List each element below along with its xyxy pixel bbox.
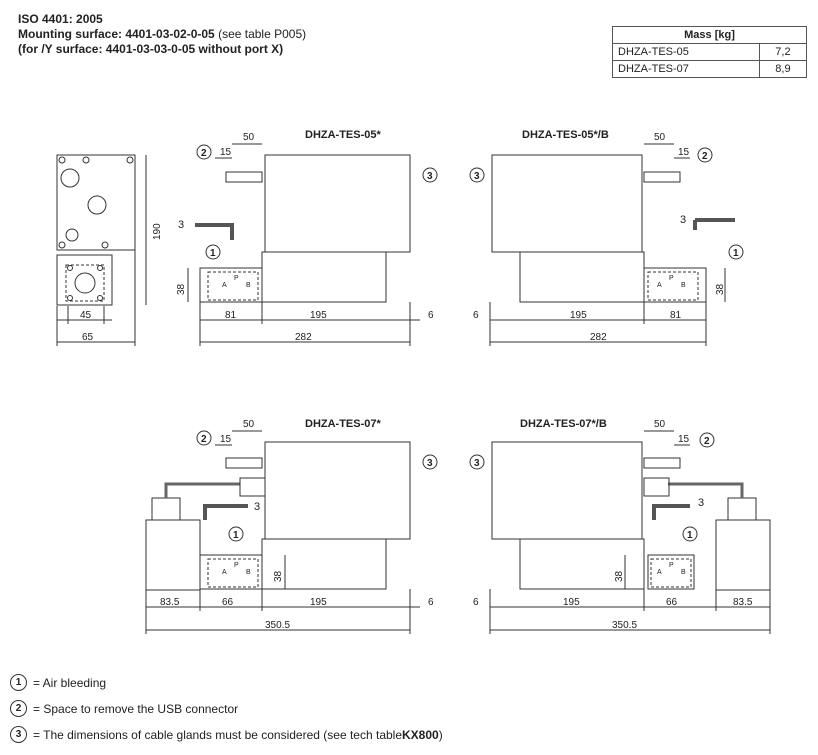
legend-item-3: 3 = The dimensions of cable glands must …	[10, 726, 443, 743]
dim-50: 50	[243, 132, 255, 143]
port-p: P	[669, 275, 674, 282]
table-row: DHZA-TES-05 7,2	[612, 43, 808, 61]
label-3: 3	[680, 214, 686, 226]
callout-2: 2	[201, 434, 207, 445]
port-b: B	[681, 282, 686, 289]
legend-text: = Space to remove the USB connector	[33, 701, 239, 716]
dim-350-5: 350.5	[265, 620, 290, 631]
callout-3: 3	[427, 458, 433, 469]
dim-83-5: 83.5	[733, 597, 753, 608]
callout-3-icon: 3	[10, 726, 27, 743]
port-p: P	[234, 562, 239, 569]
dim-6: 6	[473, 597, 479, 608]
dim-50: 50	[654, 419, 666, 430]
label-3: 3	[178, 219, 184, 231]
label-3: 3	[254, 501, 260, 513]
legend-text-end: )	[438, 727, 443, 742]
model-cell: DHZA-TES-07	[612, 60, 760, 78]
view-title-tes07b: DHZA-TES-07*/B	[520, 418, 607, 430]
table-row: DHZA-TES-07 8,9	[612, 60, 808, 78]
mass-table-header: Mass [kg]	[612, 26, 807, 44]
dim-66: 66	[666, 597, 678, 608]
dim-15: 15	[220, 147, 232, 158]
legend-item-2: 2 = Space to remove the USB connector	[10, 700, 238, 717]
legend-text: = Air bleeding	[33, 675, 107, 690]
dim-6: 6	[428, 310, 434, 321]
callout-2: 2	[201, 148, 207, 159]
view-tes05: DHZA-TES-05* A P B 50 15 2 3 3 1 38 81 1…	[176, 129, 438, 346]
port-a: A	[657, 569, 662, 576]
dim-190: 190	[152, 223, 163, 240]
dim-81: 81	[225, 310, 237, 321]
callout-2: 2	[704, 436, 710, 447]
dim-81: 81	[670, 310, 682, 321]
view-title-tes05b: DHZA-TES-05*/B	[522, 129, 609, 141]
dim-195: 195	[310, 597, 327, 608]
dim-50: 50	[654, 132, 666, 143]
view-tes07b: DHZA-TES-07*/B A P B 50 15 2 3 3 1 38 6 …	[469, 418, 771, 634]
dim-15: 15	[678, 147, 690, 158]
dim-6: 6	[473, 310, 479, 321]
port-b: B	[246, 569, 251, 576]
mounting-surface-code: Mounting surface: 4401-03-02-0-05	[18, 27, 215, 41]
callout-2: 2	[702, 151, 708, 162]
mass-table: Mass [kg] DHZA-TES-05 7,2 DHZA-TES-07 8,…	[612, 26, 808, 78]
callout-1: 1	[233, 530, 239, 541]
end-view: 45 65 190	[56, 154, 163, 346]
callout-3: 3	[474, 458, 480, 469]
dim-15: 15	[220, 434, 232, 445]
view-tes07: DHZA-TES-07* A P B 50 15 2 3 3 1 38 83.5…	[145, 418, 438, 634]
dim-195: 195	[563, 597, 580, 608]
standard-title: ISO 4401: 2005	[18, 12, 103, 26]
dim-65: 65	[82, 332, 94, 343]
dim-350-5: 350.5	[612, 620, 637, 631]
dim-50: 50	[243, 419, 255, 430]
port-b: B	[681, 569, 686, 576]
callout-1-icon: 1	[10, 674, 27, 691]
dim-15: 15	[678, 434, 690, 445]
label-3: 3	[698, 497, 704, 509]
header-block: ISO 4401: 2005 Mounting surface: 4401-03…	[18, 12, 306, 57]
dim-83-5: 83.5	[160, 597, 180, 608]
port-a: A	[222, 282, 227, 289]
dim-6: 6	[428, 597, 434, 608]
mounting-surface-line: Mounting surface: 4401-03-02-0-05 (see t…	[18, 27, 306, 42]
dim-282: 282	[295, 332, 312, 343]
view-tes05b: DHZA-TES-05*/B A P B 50 15 2 3 3 1 38 6 …	[469, 129, 744, 346]
legend-text: = The dimensions of cable glands must be…	[33, 727, 402, 742]
y-surface-note: (for /Y surface: 4401-03-03-0-05 without…	[18, 42, 284, 56]
callout-2-icon: 2	[10, 700, 27, 717]
port-a: A	[222, 569, 227, 576]
callout-1: 1	[210, 248, 216, 259]
port-b: B	[246, 282, 251, 289]
callout-1: 1	[687, 530, 693, 541]
callout-3: 3	[474, 171, 480, 182]
dim-66: 66	[222, 597, 234, 608]
callout-1: 1	[733, 248, 739, 259]
view-title-tes07: DHZA-TES-07*	[305, 418, 382, 430]
dim-195: 195	[310, 310, 327, 321]
dim-38: 38	[176, 283, 187, 295]
legend-item-1: 1 = Air bleeding	[10, 674, 106, 691]
callout-3: 3	[427, 171, 433, 182]
view-title-tes05: DHZA-TES-05*	[305, 129, 382, 141]
port-p: P	[234, 275, 239, 282]
dim-45: 45	[80, 310, 92, 321]
dim-38: 38	[715, 283, 726, 295]
port-p: P	[669, 562, 674, 569]
port-a: A	[657, 282, 662, 289]
legend-table-ref: KX800	[402, 727, 439, 742]
dim-38: 38	[614, 570, 625, 582]
dim-38: 38	[273, 570, 284, 582]
mounting-surface-note: (see table P005)	[214, 27, 307, 41]
mass-cell: 8,9	[758, 60, 808, 78]
dim-195: 195	[570, 310, 587, 321]
dim-282: 282	[590, 332, 607, 343]
